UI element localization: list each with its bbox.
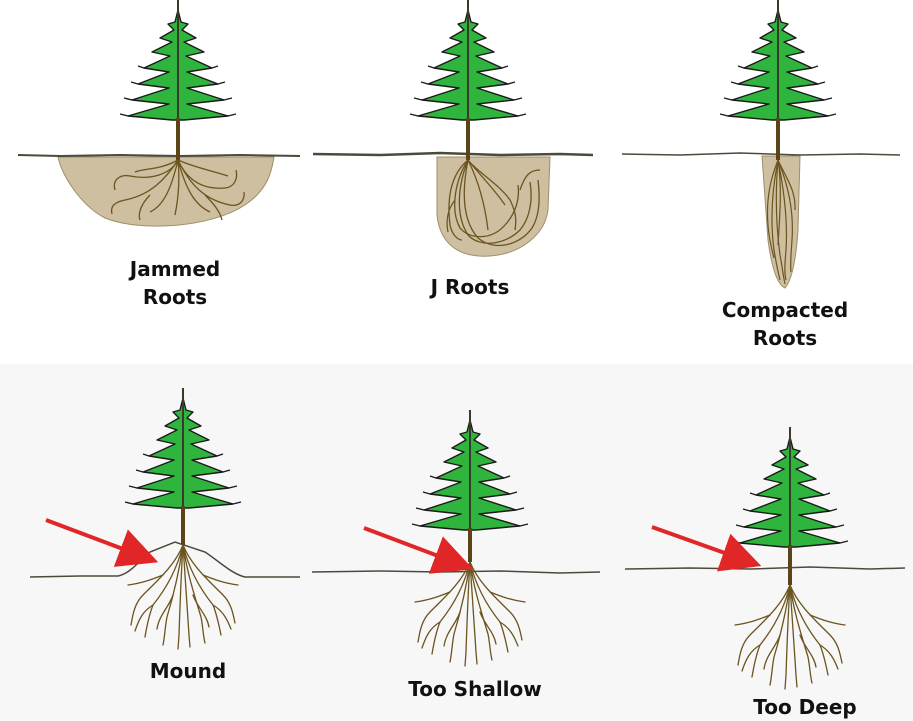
label-line: Mound (128, 657, 248, 685)
label-mound: Mound (128, 657, 248, 685)
label-line: J Roots (410, 273, 530, 301)
arrow-icon (46, 520, 147, 558)
planting-hole-icon (58, 157, 274, 226)
label-line: Too Deep (735, 693, 875, 721)
panel-j-roots (313, 0, 593, 256)
panel-too-shallow (312, 410, 600, 666)
tree-icon (410, 0, 526, 122)
ground-line (18, 155, 300, 156)
label-compacted-roots: Compacted Roots (700, 296, 870, 352)
tree-icon (412, 410, 528, 532)
panel-compacted-roots (622, 0, 900, 288)
tree-icon (125, 388, 241, 510)
tree-icon (732, 427, 848, 549)
label-jammed-roots: Jammed Roots (105, 255, 245, 311)
arrow-icon (652, 527, 750, 562)
ground-line (312, 571, 600, 573)
panel-jammed-roots (18, 0, 300, 226)
label-j-roots: J Roots (410, 273, 530, 301)
panel-too-deep (625, 427, 905, 689)
label-line: Too Shallow (390, 675, 560, 703)
label-line: Jammed (105, 255, 245, 283)
label-line: Compacted (700, 296, 870, 324)
arrow-icon (364, 528, 462, 565)
label-line: Roots (105, 283, 245, 311)
panel-mound (30, 388, 300, 649)
root-icon (735, 585, 845, 689)
label-too-deep: Too Deep (735, 693, 875, 721)
ground-line (622, 153, 900, 155)
root-icon (128, 545, 238, 649)
label-line: Roots (700, 324, 870, 352)
ground-line (313, 153, 593, 155)
tree-icon (120, 0, 236, 122)
root-icon (415, 562, 525, 666)
tree-icon (720, 0, 836, 122)
label-too-shallow: Too Shallow (390, 675, 560, 703)
ground-line (625, 567, 905, 569)
